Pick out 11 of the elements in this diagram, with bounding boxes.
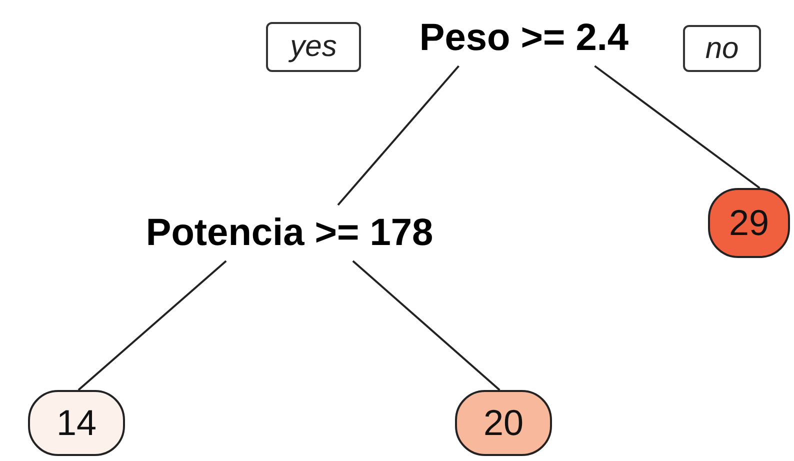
tree-branch	[78, 260, 227, 391]
tree-branch	[352, 260, 500, 391]
tree-branch	[594, 65, 760, 189]
leaf-node: 14	[28, 390, 125, 456]
leaf-node: 29	[708, 188, 790, 258]
leaf-node: 20	[455, 390, 552, 456]
tree-branch	[337, 65, 460, 206]
branch-tag: no	[683, 25, 761, 72]
split-condition: Potencia >= 178	[103, 205, 476, 261]
branch-tag: yes	[266, 22, 361, 72]
split-condition: Peso >= 2.4	[388, 10, 660, 66]
